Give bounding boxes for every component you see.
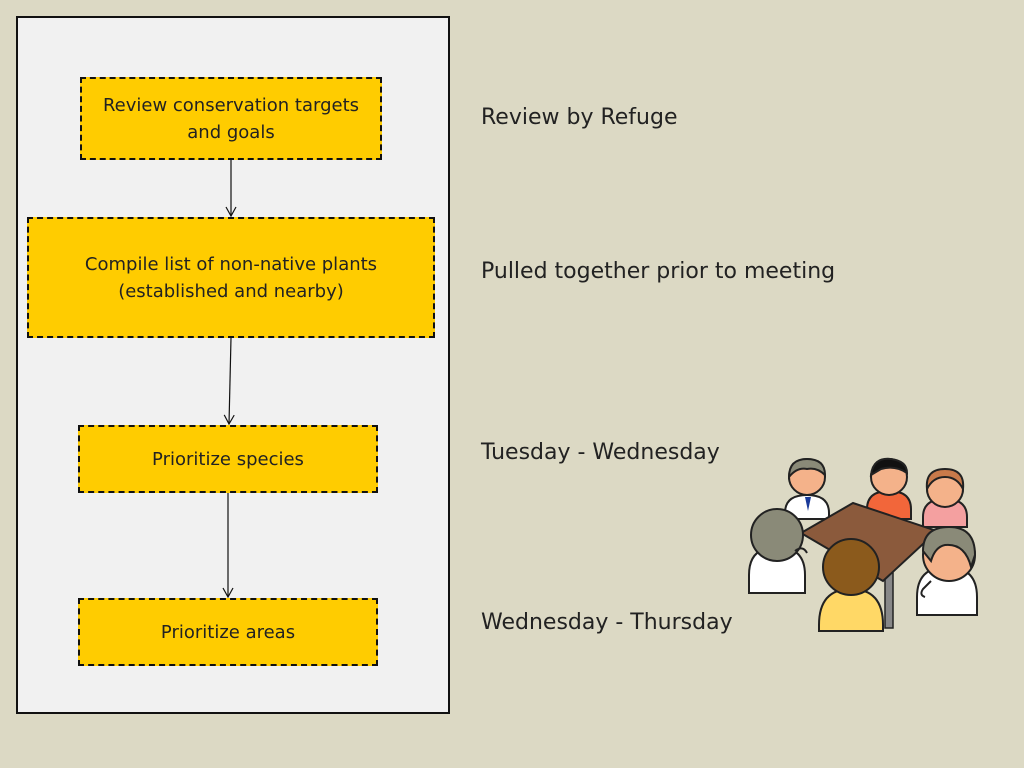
- meeting-people-around-table-icon: [748, 457, 978, 632]
- note-review-by-refuge: Review by Refuge: [481, 105, 678, 130]
- person-back-left: [784, 457, 830, 520]
- flow-step-compile-list: Compile list of non-native plants (estab…: [27, 217, 435, 338]
- person-back-right: [922, 467, 968, 528]
- person-front-center: [818, 538, 884, 632]
- person-back-center: [866, 457, 912, 520]
- person-front-right: [916, 525, 978, 616]
- person-front-left: [748, 508, 808, 594]
- flow-step-prioritize-areas: Prioritize areas: [78, 598, 378, 666]
- flow-step-label: Review conservation targets and goals: [102, 94, 360, 143]
- flow-step-label: Prioritize species: [152, 448, 304, 470]
- note-wednesday-thursday: Wednesday - Thursday: [481, 610, 733, 635]
- flow-step-review-targets: Review conservation targets and goals: [80, 77, 382, 160]
- flow-step-prioritize-species: Prioritize species: [78, 425, 378, 493]
- flow-step-label: Prioritize areas: [160, 621, 296, 643]
- note-tuesday-wednesday: Tuesday - Wednesday: [481, 440, 720, 465]
- flow-step-label: Compile list of non-native plants (estab…: [84, 253, 378, 302]
- note-pulled-together: Pulled together prior to meeting: [481, 259, 836, 284]
